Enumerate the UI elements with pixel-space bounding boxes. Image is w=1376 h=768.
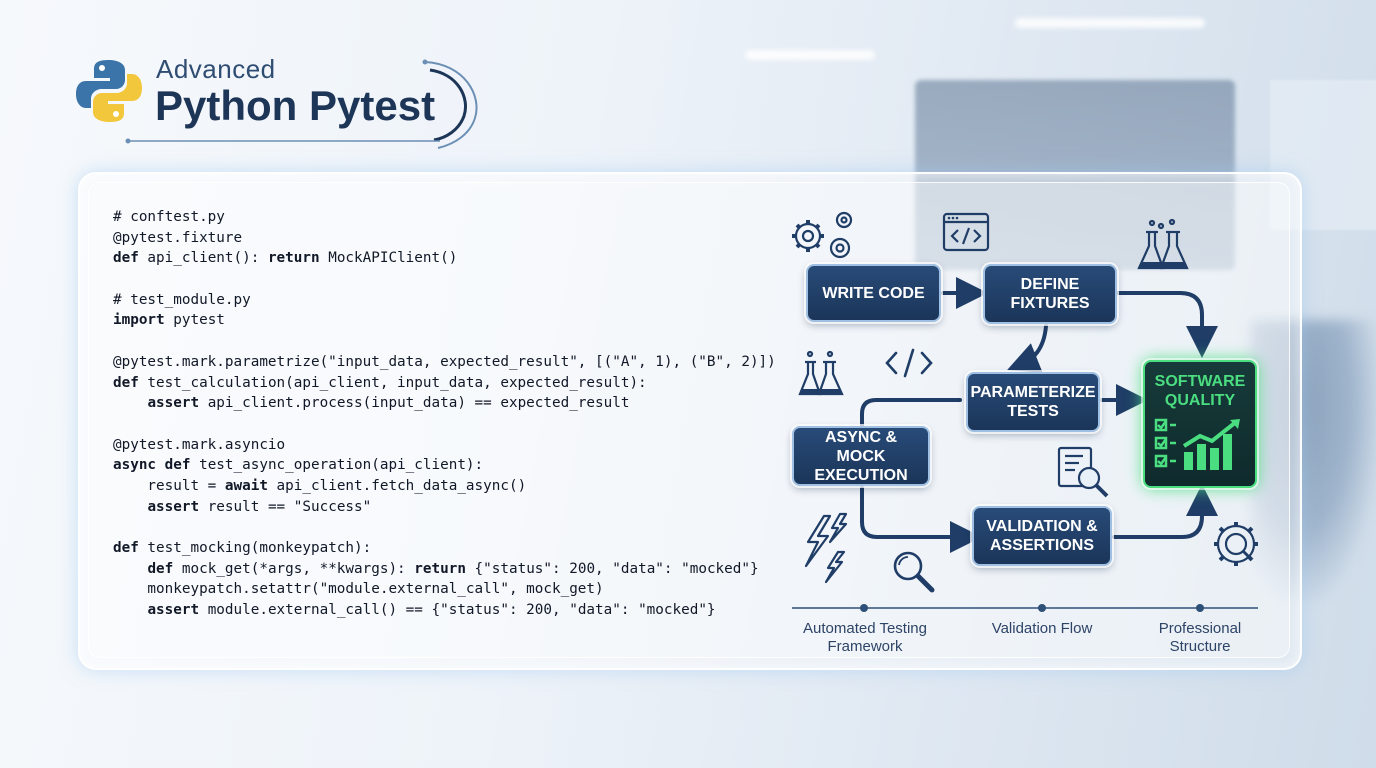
code-line: ​ (113, 269, 776, 290)
code-line: assert module.external_call() == {"statu… (147, 602, 716, 619)
lab-flasks-icon (798, 350, 844, 396)
node-define-fixtures: DEFINE FIXTURES (983, 264, 1117, 324)
code-line: def mock_get(*args, **kwargs): return {"… (147, 560, 759, 577)
gears-icon (792, 211, 853, 259)
code-block: # conftest.py @pytest.fixture def api_clie… (113, 207, 776, 621)
background-whiteboard (1270, 80, 1376, 230)
node-validation-assertions: VALIDATION & ASSERTIONS (972, 506, 1112, 566)
code-line: ​ (113, 517, 776, 538)
code-line: ​ (113, 331, 776, 352)
arrow-validation-to-quality (1112, 484, 1218, 539)
code-line: assert result == "Success" (147, 498, 372, 515)
code-line: def test_calculation(api_client, input_d… (113, 374, 647, 391)
node-async-mock-execution: ASYNC & MOCK EXECUTION (792, 426, 930, 486)
background-person (1250, 320, 1376, 600)
lightning-icon (804, 512, 848, 584)
background-monitor (915, 80, 1235, 270)
arrow-async-to-parameterize (860, 398, 962, 428)
footer-validation-flow: Validation Flow (991, 620, 1093, 637)
testing-flow-diagram: WRITE CODE DEFINE FIXTURES PARAMETERIZE … (770, 200, 1290, 660)
code-window-icon (942, 212, 990, 252)
magnifier-icon (893, 551, 935, 593)
code-line: import pytest (113, 312, 225, 329)
lab-flasks-icon (1137, 218, 1189, 270)
code-line: assert api_client.process(input_data) ==… (147, 395, 630, 412)
arrow-async-to-validation (860, 486, 982, 553)
title-subtitle: Advanced (156, 54, 276, 84)
code-line: @pytest.mark.parametrize("input_data, ex… (113, 353, 776, 370)
footer-automated-testing-framework: Automated Testing Framework (803, 620, 927, 655)
node-parameterize-tests: PARAMETERIZE TESTS (966, 372, 1100, 432)
checklist-magnifier-icon (1057, 446, 1109, 498)
gear-magnifier-icon (1214, 522, 1258, 566)
code-line: @pytest.mark.asyncio (113, 436, 286, 453)
timeline-dot (1196, 604, 1204, 612)
timeline-dot (1038, 604, 1046, 612)
code-line: def api_client(): return MockAPIClient() (113, 250, 458, 267)
page-title: Python Pytest (155, 82, 436, 129)
code-line: # test_module.py (113, 291, 251, 308)
code-line: monkeypatch.setattr("module.external_cal… (113, 581, 604, 598)
code-line: def test_mocking(monkeypatch): (113, 540, 372, 556)
arrow-fixtures-to-parameterize (1007, 324, 1048, 373)
code-line: @pytest.fixture (113, 229, 243, 246)
python-logo-icon (76, 60, 142, 122)
flow-arrows (792, 277, 1258, 612)
ceiling-light (1015, 18, 1205, 28)
footer-professional-structure: Professional Structure (1158, 620, 1242, 655)
code-tag-icon (885, 348, 933, 378)
checklist-growth-chart-icon (1154, 418, 1240, 470)
node-software-quality: SOFTWARE QUALITY (1143, 360, 1257, 488)
code-line: ​ (113, 414, 776, 435)
ceiling-light (745, 50, 875, 60)
code-line: # conftest.py (113, 209, 225, 225)
timeline-dot (860, 604, 868, 612)
title-swoosh-decoration (125, 59, 478, 149)
code-line: async def test_async_operation(api_clien… (113, 457, 484, 474)
code-line: result = await api_client.fetch_data_asy… (113, 477, 527, 494)
software-quality-label: SOFTWARE QUALITY (1154, 373, 1246, 409)
arrow-fixtures-to-quality (1115, 291, 1218, 358)
node-write-code: WRITE CODE (806, 264, 941, 322)
